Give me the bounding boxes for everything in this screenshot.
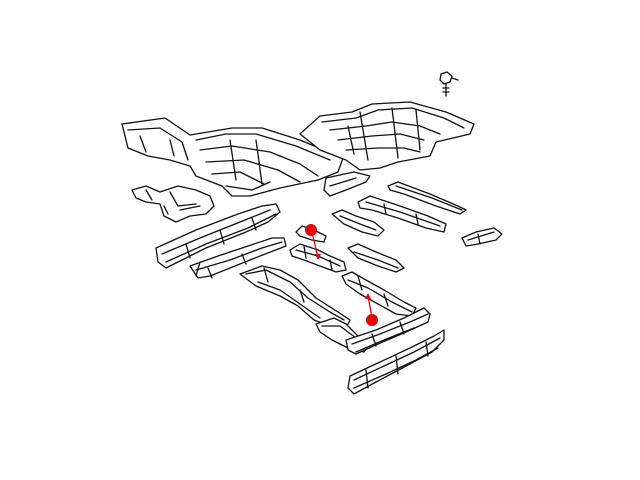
front-crossmember-bracket — [131, 185, 215, 223]
seat-crossmember — [341, 271, 417, 317]
rear-crossmember-long — [357, 181, 467, 233]
left-sill-rail — [155, 203, 281, 269]
stud-fastener — [439, 71, 459, 97]
center-longitudinal-rail — [239, 265, 351, 329]
right-rocker-panel — [347, 329, 445, 395]
front-floor-pan — [121, 117, 344, 197]
right-sill-rail — [345, 307, 431, 355]
callout-marker-1 — [305, 224, 321, 260]
callout-marker-2 — [365, 293, 378, 326]
rear-floor-pan — [299, 101, 475, 171]
crossmember-b — [295, 171, 405, 273]
left-rocker-reinforcement — [189, 237, 287, 279]
small-crossmember-right — [461, 227, 503, 247]
